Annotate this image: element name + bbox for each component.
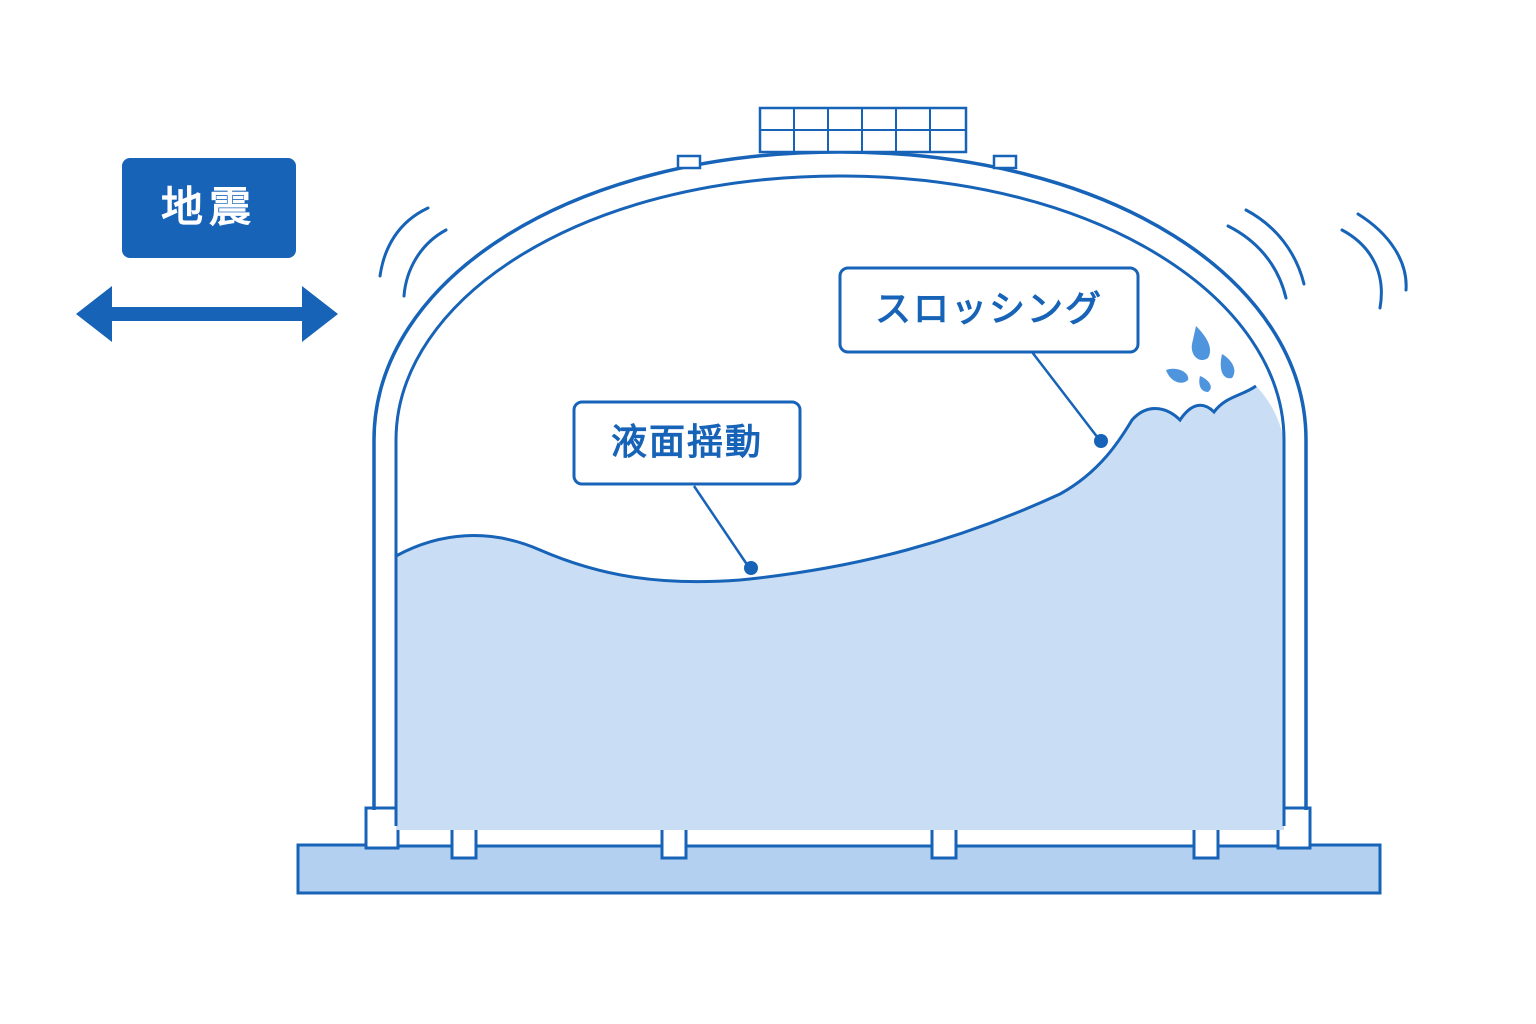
tank-shell-inner	[394, 174, 1286, 826]
sloshing-label: スロッシング	[875, 289, 1103, 330]
liquid-sway-label: 液面揺動	[611, 422, 763, 463]
earthquake-label-box	[122, 158, 296, 258]
sloshing-callout-box	[838, 266, 1140, 354]
leader-dot	[1094, 434, 1108, 448]
splash-droplet-icon	[1166, 326, 1235, 392]
roof-vent-right	[992, 154, 1018, 170]
liquid-sway-callout-box	[572, 400, 802, 486]
support-blocks	[364, 806, 1312, 860]
leader-line-liquid-sway	[692, 485, 758, 575]
roof-equipment	[676, 106, 1018, 170]
double-headed-arrow-icon	[76, 286, 338, 342]
support-block	[930, 824, 958, 860]
leader-dot	[744, 561, 758, 575]
roof-vent-left	[676, 154, 702, 170]
vibration-waves-icon	[1226, 208, 1408, 310]
liquid-surface-line	[396, 384, 1257, 584]
support-block	[364, 806, 400, 850]
liquid-body	[396, 386, 1284, 830]
support-block	[1192, 824, 1220, 860]
support-block	[660, 824, 688, 860]
leader-line-sloshing	[1031, 351, 1108, 448]
vibration-waves-icon	[378, 206, 448, 298]
earthquake-label: 地震	[161, 183, 257, 232]
support-block	[450, 824, 478, 860]
